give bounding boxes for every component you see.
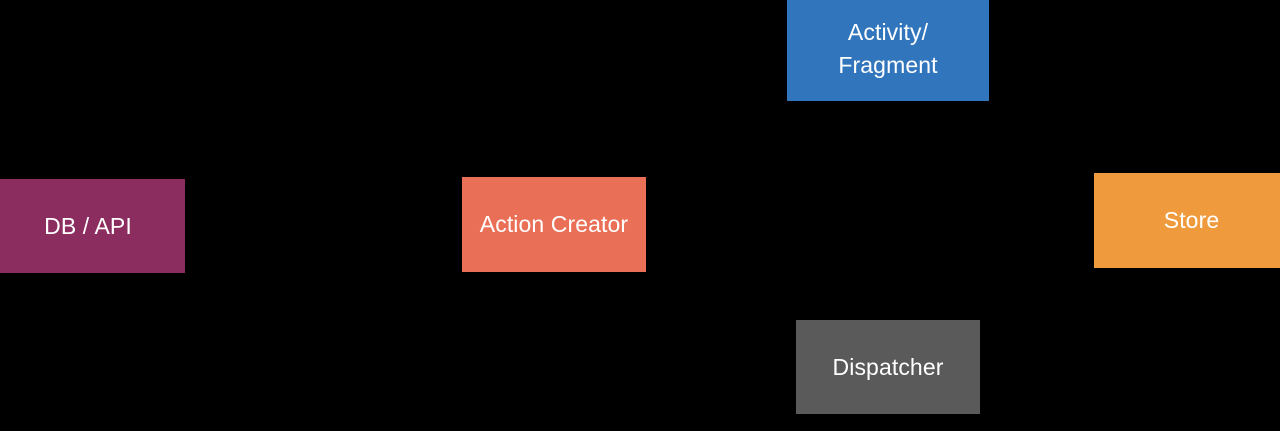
diagram-node-activity-fragment[interactable]: Activity/ Fragment — [787, 0, 989, 101]
diagram-node-label: Dispatcher — [832, 353, 944, 380]
diagram-node-label: DB / API — [44, 212, 132, 239]
diagram-node-db-api[interactable]: DB / API — [0, 179, 185, 273]
diagram-node-action-creator[interactable]: Action Creator — [462, 177, 646, 272]
diagram-node-label: Activity/ Fragment — [838, 18, 938, 78]
diagram-node-store[interactable]: Store — [1094, 173, 1280, 268]
diagram-node-label: Action Creator — [479, 211, 629, 238]
diagram-node-dispatcher[interactable]: Dispatcher — [796, 320, 980, 414]
diagram-node-label: Store — [1163, 207, 1220, 234]
